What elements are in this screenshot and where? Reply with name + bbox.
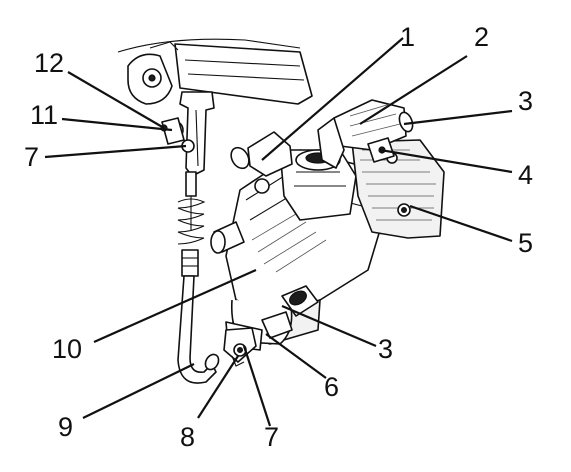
callout-12: 12 xyxy=(34,48,64,78)
callout-10: 10 xyxy=(52,334,82,364)
linkage-rod xyxy=(177,171,220,384)
leader-3b xyxy=(281,304,377,348)
leader-8 xyxy=(197,355,239,419)
callout-11: 11 xyxy=(30,100,58,130)
callout-5: 5 xyxy=(518,228,533,258)
lever-bracket xyxy=(160,91,215,177)
leader-1 xyxy=(261,37,404,161)
leader-7a xyxy=(44,144,187,159)
leader-12 xyxy=(67,71,165,129)
bottom-joint xyxy=(223,327,257,367)
leader-3a xyxy=(403,109,513,126)
leader-2 xyxy=(359,55,468,125)
leader-9 xyxy=(82,363,195,419)
callout-3b: 3 xyxy=(378,334,393,364)
callout-8: 8 xyxy=(180,422,195,452)
callout-4: 4 xyxy=(518,160,533,190)
leader-4 xyxy=(379,148,513,174)
frame-bracket xyxy=(117,38,313,105)
leader-10 xyxy=(93,268,257,344)
leader-6 xyxy=(265,333,327,379)
leader-5 xyxy=(409,204,513,243)
callout-7a: 7 xyxy=(24,142,39,172)
lower-fitting xyxy=(261,285,319,339)
upper-valve xyxy=(317,99,414,169)
callout-1: 1 xyxy=(400,22,415,52)
callout-6: 6 xyxy=(324,372,339,402)
leader-lines xyxy=(44,37,513,427)
callout-2: 2 xyxy=(474,22,489,52)
callout-7b: 7 xyxy=(264,422,279,452)
callout-9: 9 xyxy=(58,412,73,442)
leader-11 xyxy=(61,117,173,132)
spring xyxy=(177,198,206,245)
callout-labels: 1 2 3 4 5 12 11 7 10 3 6 9 8 7 xyxy=(24,22,533,452)
callout-3a: 3 xyxy=(518,86,533,116)
mounting-plate xyxy=(351,139,445,239)
leader-7b xyxy=(242,345,272,427)
